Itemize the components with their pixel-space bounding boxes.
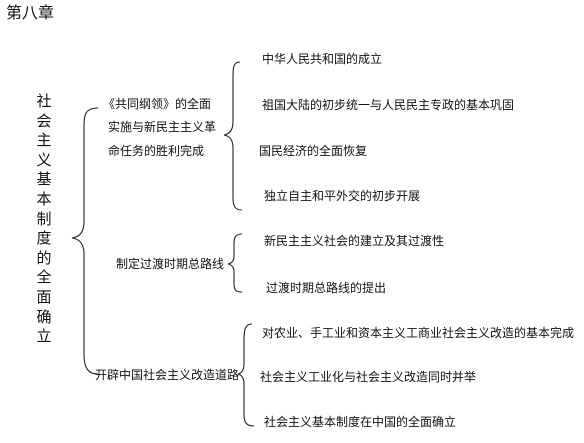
branch-1-item: 中华人民共和国的成立 — [262, 52, 383, 66]
branch-3-brace — [237, 323, 255, 427]
root-char: 面 — [36, 287, 52, 306]
branch-3-item: 对农业、手工业和资本主义工商业社会主义改造的基本完成 — [262, 326, 575, 340]
root-char: 立 — [36, 327, 52, 346]
branch-3-item: 社会主义基本制度在中国的全面确立 — [264, 415, 457, 429]
root-char: 制 — [36, 209, 52, 228]
root-char: 义 — [36, 150, 52, 169]
root-char: 社 — [36, 92, 52, 110]
branch-1-label-line: 命任务的胜利完成 — [108, 144, 205, 158]
root-char: 主 — [36, 131, 52, 150]
root-char: 度 — [36, 229, 52, 248]
root-brace — [71, 107, 99, 375]
branch-1-item: 独立自主和平外交的初步开展 — [264, 189, 421, 203]
branch-3-item: 社会主义工业化与社会主义改造同时并举 — [260, 370, 477, 384]
branch-1-item: 国民经济的全面恢复 — [259, 144, 368, 158]
branch-1-brace — [223, 61, 243, 211]
branch-2-item: 新民主主义社会的建立及其过渡性 — [264, 234, 445, 248]
branch-2-label: 制定过渡时期总路线 — [116, 257, 225, 271]
root-char: 本 — [36, 189, 52, 208]
branch-1-label-line: 实施与新民主主义革 — [108, 120, 217, 134]
root-char: 会 — [36, 111, 52, 130]
root-char: 确 — [36, 307, 52, 326]
root-char: 基 — [36, 170, 52, 189]
branch-2-brace — [227, 233, 243, 293]
branch-2-item: 过渡时期总路线的提出 — [266, 281, 387, 295]
root-char: 全 — [36, 268, 52, 287]
branch-1-label-line: 《共同纲领》的全面 — [103, 97, 212, 111]
root-char: 的 — [36, 248, 52, 267]
chapter-title: 第八章 — [6, 3, 55, 22]
branch-3-label: 开辟中国社会主义改造道路 — [95, 368, 240, 382]
root-node: 社 会 主 义 基 本 制 度 的 全 面 确 立 — [36, 92, 52, 347]
branch-1-item: 祖国大陆的初步统一与人民民主专政的基本巩固 — [262, 98, 515, 112]
